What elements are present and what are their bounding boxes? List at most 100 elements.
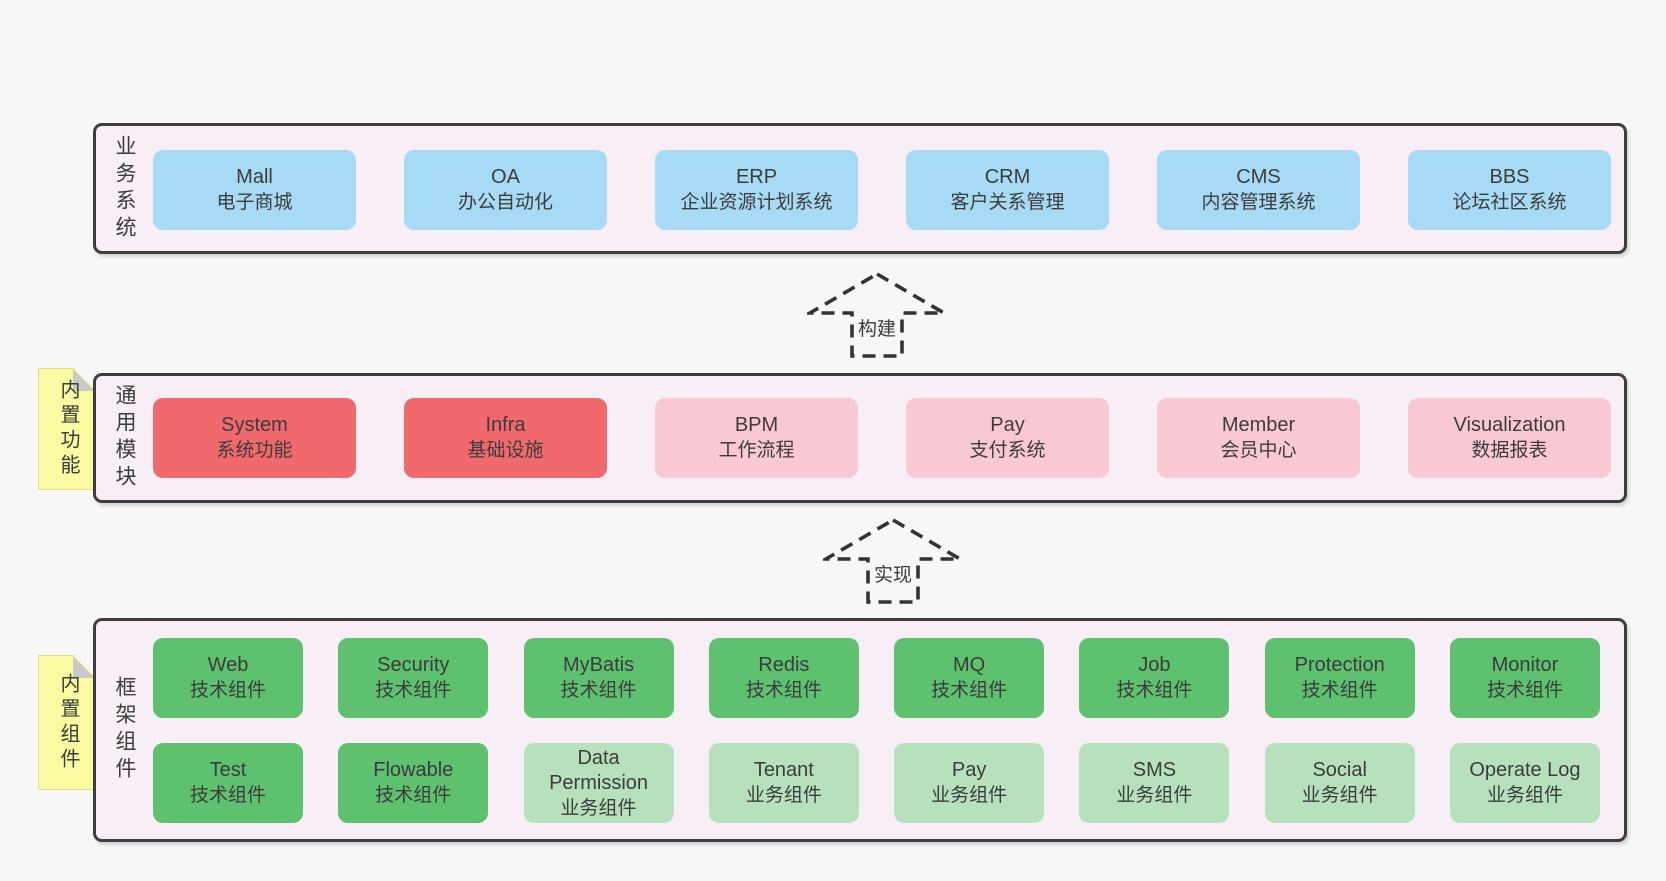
layer-label-business-systems: 业务系统 — [113, 134, 136, 243]
box-title: Job — [1138, 654, 1171, 676]
box-mall: Mall 电子商城 — [153, 150, 356, 230]
layer-business-systems: 业务系统 Mall 电子商城 OA 办公自动化 ERP 企业资源计划系统 CRM… — [93, 123, 1627, 254]
box-subtitle: 业务组件 — [1116, 785, 1193, 806]
box-title: Mall — [236, 166, 273, 188]
box-title: System — [221, 414, 288, 436]
box-erp: ERP 企业资源计划系统 — [655, 150, 858, 230]
box-subtitle: 数据报表 — [1471, 440, 1548, 461]
box-title: Infra — [485, 414, 526, 436]
implement-arrow-label: 实现 — [870, 560, 916, 587]
box-subtitle: 基础设施 — [467, 440, 544, 461]
build-arrow: 构建 — [807, 272, 947, 358]
box-job: Job 技术组件 — [1079, 638, 1230, 718]
box-title: Pay — [951, 759, 987, 781]
box-title: Member — [1221, 414, 1296, 436]
box-subtitle: 业务组件 — [1486, 785, 1563, 806]
box-subtitle: 技术组件 — [931, 680, 1008, 701]
box-pay-business: Pay 业务组件 — [894, 743, 1045, 823]
box-title: Security — [377, 654, 450, 676]
box-subtitle: 会员中心 — [1220, 440, 1297, 461]
box-title: Operate Log — [1469, 759, 1581, 781]
implement-arrow: 实现 — [823, 518, 963, 604]
box-title: Social — [1312, 759, 1367, 781]
business-systems-row: Mall 电子商城 OA 办公自动化 ERP 企业资源计划系统 CRM 客户关系… — [153, 150, 1611, 230]
layer-label-common-modules: 通用模块 — [113, 384, 136, 492]
box-subtitle: 技术组件 — [375, 785, 452, 806]
dashed-up-arrow-icon — [807, 272, 947, 358]
sticky-note-built-in-features: 内置功能 — [38, 368, 96, 490]
box-data-permission: Data Permission 业务组件 — [523, 743, 674, 823]
box-title: OA — [491, 166, 520, 188]
box-subtitle: 业务组件 — [931, 785, 1008, 806]
box-title: CRM — [984, 166, 1031, 188]
box-subtitle: 办公自动化 — [457, 192, 553, 213]
box-title: Redis — [758, 654, 810, 676]
box-title: MyBatis — [563, 654, 635, 676]
box-subtitle: 业务组件 — [560, 797, 637, 819]
box-bpm: BPM 工作流程 — [655, 398, 858, 478]
box-title: Tenant — [753, 759, 814, 781]
box-title: BBS — [1489, 166, 1530, 188]
box-cms: CMS 内容管理系统 — [1157, 150, 1360, 230]
box-subtitle: 技术组件 — [745, 680, 822, 701]
box-system: System 系统功能 — [153, 398, 356, 478]
dashed-up-arrow-icon — [823, 518, 963, 604]
framework-components-row-2: Test 技术组件 Flowable 技术组件 Data Permission … — [153, 743, 1600, 823]
box-subtitle: 客户关系管理 — [950, 192, 1065, 213]
box-subtitle: 企业资源计划系统 — [680, 192, 833, 213]
box-pay: Pay 支付系统 — [906, 398, 1109, 478]
box-subtitle: 技术组件 — [1486, 680, 1563, 701]
box-subtitle: 技术组件 — [189, 680, 266, 701]
box-visualization: Visualization 数据报表 — [1408, 398, 1611, 478]
layer-framework-components: 框架组件 Web 技术组件 Security 技术组件 MyBatis 技术组件… — [93, 618, 1627, 842]
box-title: Web — [207, 654, 249, 676]
box-title: Test — [209, 759, 247, 781]
box-monitor: Monitor 技术组件 — [1449, 638, 1600, 718]
box-title: CMS — [1236, 166, 1281, 188]
common-modules-row: System 系统功能 Infra 基础设施 BPM 工作流程 Pay 支付系统… — [153, 398, 1611, 478]
build-arrow-label: 构建 — [854, 314, 900, 341]
box-subtitle: 电子商城 — [216, 192, 293, 213]
box-oa: OA 办公自动化 — [404, 150, 607, 230]
box-mybatis: MyBatis 技术组件 — [523, 638, 674, 718]
box-operate-log: Operate Log 业务组件 — [1449, 743, 1600, 823]
box-protection: Protection 技术组件 — [1264, 638, 1415, 718]
box-title: Protection — [1294, 654, 1385, 676]
box-subtitle: 业务组件 — [1301, 785, 1378, 806]
layer-label-framework-components: 框架组件 — [113, 676, 136, 784]
layer-common-modules: 通用模块 System 系统功能 Infra 基础设施 BPM 工作流程 Pay… — [93, 373, 1627, 503]
framework-components-row-1: Web 技术组件 Security 技术组件 MyBatis 技术组件 Redi… — [153, 638, 1600, 718]
sticky-note-label: 内置功能 — [57, 379, 79, 479]
box-mq: MQ 技术组件 — [894, 638, 1045, 718]
box-test: Test 技术组件 — [153, 743, 303, 823]
box-member: Member 会员中心 — [1157, 398, 1360, 478]
box-sms: SMS 业务组件 — [1079, 743, 1230, 823]
box-title: Flowable — [373, 759, 454, 781]
box-title: ERP — [735, 166, 778, 188]
box-flowable: Flowable 技术组件 — [338, 743, 489, 823]
box-title: MQ — [953, 654, 986, 676]
box-title: BPM — [734, 414, 779, 436]
box-subtitle: 技术组件 — [375, 680, 452, 701]
box-subtitle: 支付系统 — [969, 440, 1046, 461]
box-subtitle: 技术组件 — [189, 785, 266, 806]
sticky-note-built-in-components: 内置组件 — [38, 655, 96, 790]
box-subtitle: 技术组件 — [1301, 680, 1378, 701]
box-subtitle: 技术组件 — [1116, 680, 1193, 701]
box-crm: CRM 客户关系管理 — [906, 150, 1109, 230]
box-title: Pay — [990, 414, 1025, 436]
box-tenant: Tenant 业务组件 — [708, 743, 859, 823]
box-subtitle: 技术组件 — [560, 680, 637, 701]
box-title: Visualization — [1453, 414, 1566, 436]
box-subtitle: 业务组件 — [745, 785, 822, 806]
box-bbs: BBS 论坛社区系统 — [1408, 150, 1611, 230]
box-redis: Redis 技术组件 — [708, 638, 859, 718]
box-subtitle: 系统功能 — [216, 440, 293, 461]
box-social: Social 业务组件 — [1264, 743, 1415, 823]
box-subtitle: 论坛社区系统 — [1452, 192, 1567, 213]
box-subtitle: 工作流程 — [718, 440, 795, 461]
box-web: Web 技术组件 — [153, 638, 303, 718]
box-infra: Infra 基础设施 — [404, 398, 607, 478]
box-subtitle: 内容管理系统 — [1201, 192, 1316, 213]
box-title: Monitor — [1491, 654, 1559, 676]
